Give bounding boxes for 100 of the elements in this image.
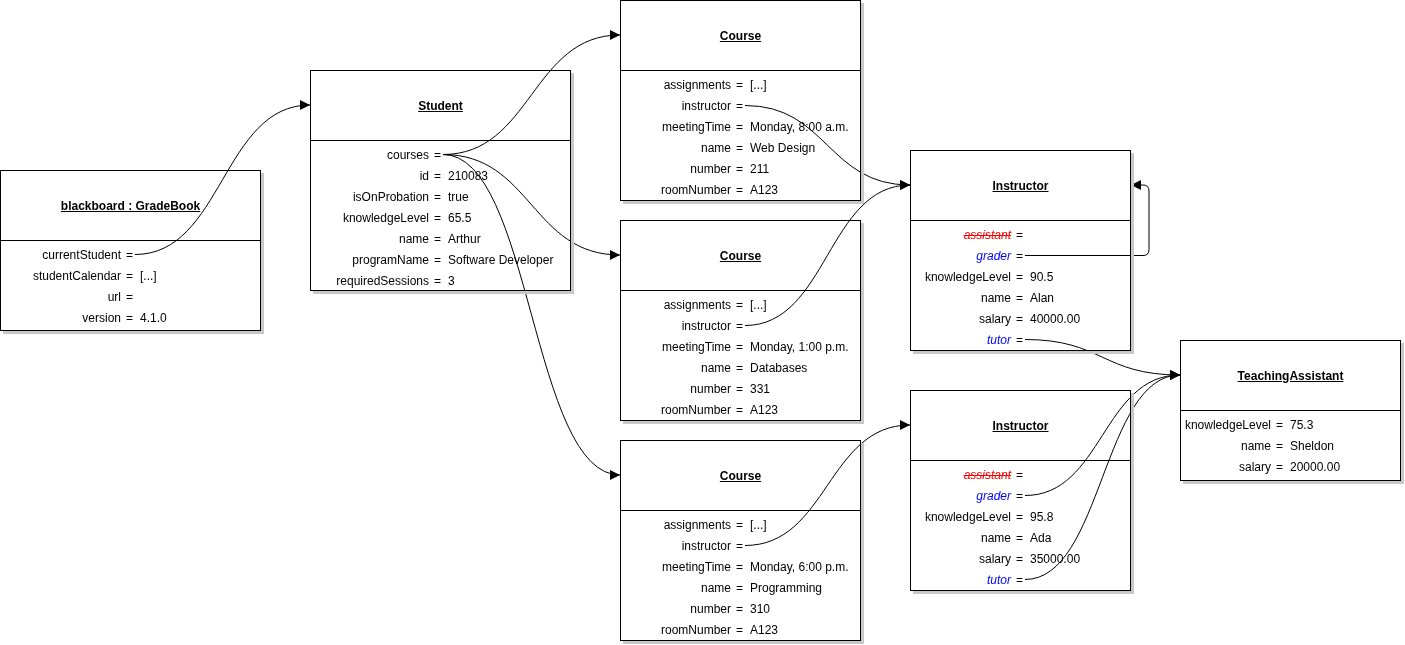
attribute-name: assistant bbox=[962, 227, 1011, 242]
attribute-name: url bbox=[106, 289, 121, 304]
attribute-name: instructor bbox=[680, 98, 731, 113]
equals-sign: = bbox=[433, 231, 442, 246]
equals-sign: = bbox=[735, 182, 744, 197]
attribute-value: 75.3 bbox=[1290, 417, 1314, 432]
equals-sign: = bbox=[735, 297, 744, 312]
equals-sign: = bbox=[735, 119, 744, 134]
equals-sign: = bbox=[433, 273, 442, 288]
attribute-value: 90.5 bbox=[1030, 269, 1054, 284]
attribute-name: version bbox=[81, 310, 121, 325]
attribute-name: programName bbox=[351, 252, 429, 267]
equals-sign: = bbox=[125, 247, 134, 262]
attribute-name: assignments bbox=[662, 297, 731, 312]
object-title: TeachingAssistant bbox=[1237, 368, 1344, 383]
equals-sign: = bbox=[1015, 551, 1024, 566]
equals-sign: = bbox=[125, 289, 134, 304]
attribute-name: salary bbox=[1238, 459, 1271, 474]
attribute-value: Software Developer bbox=[448, 252, 554, 267]
attribute-name: salary bbox=[978, 551, 1011, 566]
attribute-name: roomNumber bbox=[659, 402, 731, 417]
attribute-name: assignments bbox=[662, 77, 731, 92]
attribute-name: grader bbox=[975, 248, 1011, 263]
attribute-name: courses bbox=[385, 147, 429, 162]
attribute-value: Arthur bbox=[448, 231, 481, 246]
attribute-name: number bbox=[689, 161, 731, 176]
attribute-name: name bbox=[699, 140, 731, 155]
equals-sign: = bbox=[735, 77, 744, 92]
equals-sign: = bbox=[735, 622, 744, 637]
object-title: Instructor bbox=[992, 178, 1049, 193]
equals-sign: = bbox=[1275, 459, 1284, 474]
equals-sign: = bbox=[735, 538, 744, 553]
attribute-value: 331 bbox=[750, 381, 771, 396]
attribute-value: A123 bbox=[750, 402, 779, 417]
reference-arrow bbox=[744, 181, 911, 326]
object-box bbox=[0, 170, 261, 331]
attribute-value: 210083 bbox=[448, 168, 489, 183]
attribute-value: true bbox=[448, 189, 469, 204]
equals-sign: = bbox=[433, 210, 442, 225]
attribute-name: instructor bbox=[680, 538, 731, 553]
attribute-name: name bbox=[699, 360, 731, 375]
object-title: Instructor bbox=[992, 418, 1049, 433]
attribute-value: Databases bbox=[750, 360, 808, 375]
attribute-name: name bbox=[397, 231, 429, 246]
equals-sign: = bbox=[1015, 311, 1024, 326]
object-box bbox=[620, 0, 861, 201]
equals-sign: = bbox=[1015, 530, 1024, 545]
object-box bbox=[310, 70, 571, 291]
equals-sign: = bbox=[1015, 227, 1024, 242]
attribute-name: instructor bbox=[680, 318, 731, 333]
object-title: Course bbox=[719, 248, 762, 263]
attribute-value: Monday, 1:00 p.m. bbox=[750, 339, 849, 354]
attribute-name: meetingTime bbox=[661, 119, 731, 134]
attribute-value: 310 bbox=[750, 601, 771, 616]
object-title: Course bbox=[719, 28, 762, 43]
attribute-name: roomNumber bbox=[659, 182, 731, 197]
attribute-value: Alan bbox=[1030, 290, 1055, 305]
equals-sign: = bbox=[1275, 438, 1284, 453]
object-box bbox=[620, 220, 861, 421]
attribute-name: number bbox=[689, 601, 731, 616]
attribute-name: meetingTime bbox=[661, 559, 731, 574]
object-box bbox=[620, 440, 861, 641]
equals-sign: = bbox=[1015, 509, 1024, 524]
equals-sign: = bbox=[735, 161, 744, 176]
attribute-value: 4.1.0 bbox=[140, 310, 167, 325]
equals-sign: = bbox=[433, 147, 442, 162]
attribute-name: id bbox=[418, 168, 429, 183]
equals-sign: = bbox=[735, 601, 744, 616]
equals-sign: = bbox=[735, 318, 744, 333]
attribute-value: A123 bbox=[750, 182, 779, 197]
reference-arrow bbox=[442, 154, 621, 477]
equals-sign: = bbox=[1275, 417, 1284, 432]
attribute-name: number bbox=[689, 381, 731, 396]
reference-arrow bbox=[1024, 180, 1150, 256]
attribute-value: 95.8 bbox=[1030, 509, 1054, 524]
reference-arrow bbox=[744, 421, 911, 546]
attribute-name: grader bbox=[975, 488, 1011, 503]
equals-sign: = bbox=[433, 252, 442, 267]
equals-sign: = bbox=[735, 339, 744, 354]
attribute-value: 20000.00 bbox=[1290, 459, 1341, 474]
attribute-value: Ada bbox=[1030, 530, 1052, 545]
attribute-name: studentCalendar bbox=[31, 268, 121, 283]
object-box bbox=[1180, 340, 1401, 481]
attribute-name: name bbox=[979, 530, 1011, 545]
object-title: Course bbox=[719, 468, 762, 483]
attribute-name: name bbox=[1239, 438, 1271, 453]
attribute-name: name bbox=[699, 580, 731, 595]
attribute-name: knowledgeLevel bbox=[1183, 417, 1271, 432]
attribute-value: [...] bbox=[750, 297, 767, 312]
equals-sign: = bbox=[735, 360, 744, 375]
attribute-value: Sheldon bbox=[1290, 438, 1335, 453]
attribute-name: name bbox=[979, 290, 1011, 305]
object-title: blackboard : GradeBook bbox=[60, 198, 201, 213]
equals-sign: = bbox=[1015, 248, 1024, 263]
equals-sign: = bbox=[735, 402, 744, 417]
attribute-name: assistant bbox=[962, 467, 1011, 482]
attribute-name: requiredSessions bbox=[335, 273, 429, 288]
equals-sign: = bbox=[1015, 572, 1024, 587]
equals-sign: = bbox=[1015, 332, 1024, 347]
attribute-name: tutor bbox=[986, 332, 1011, 347]
